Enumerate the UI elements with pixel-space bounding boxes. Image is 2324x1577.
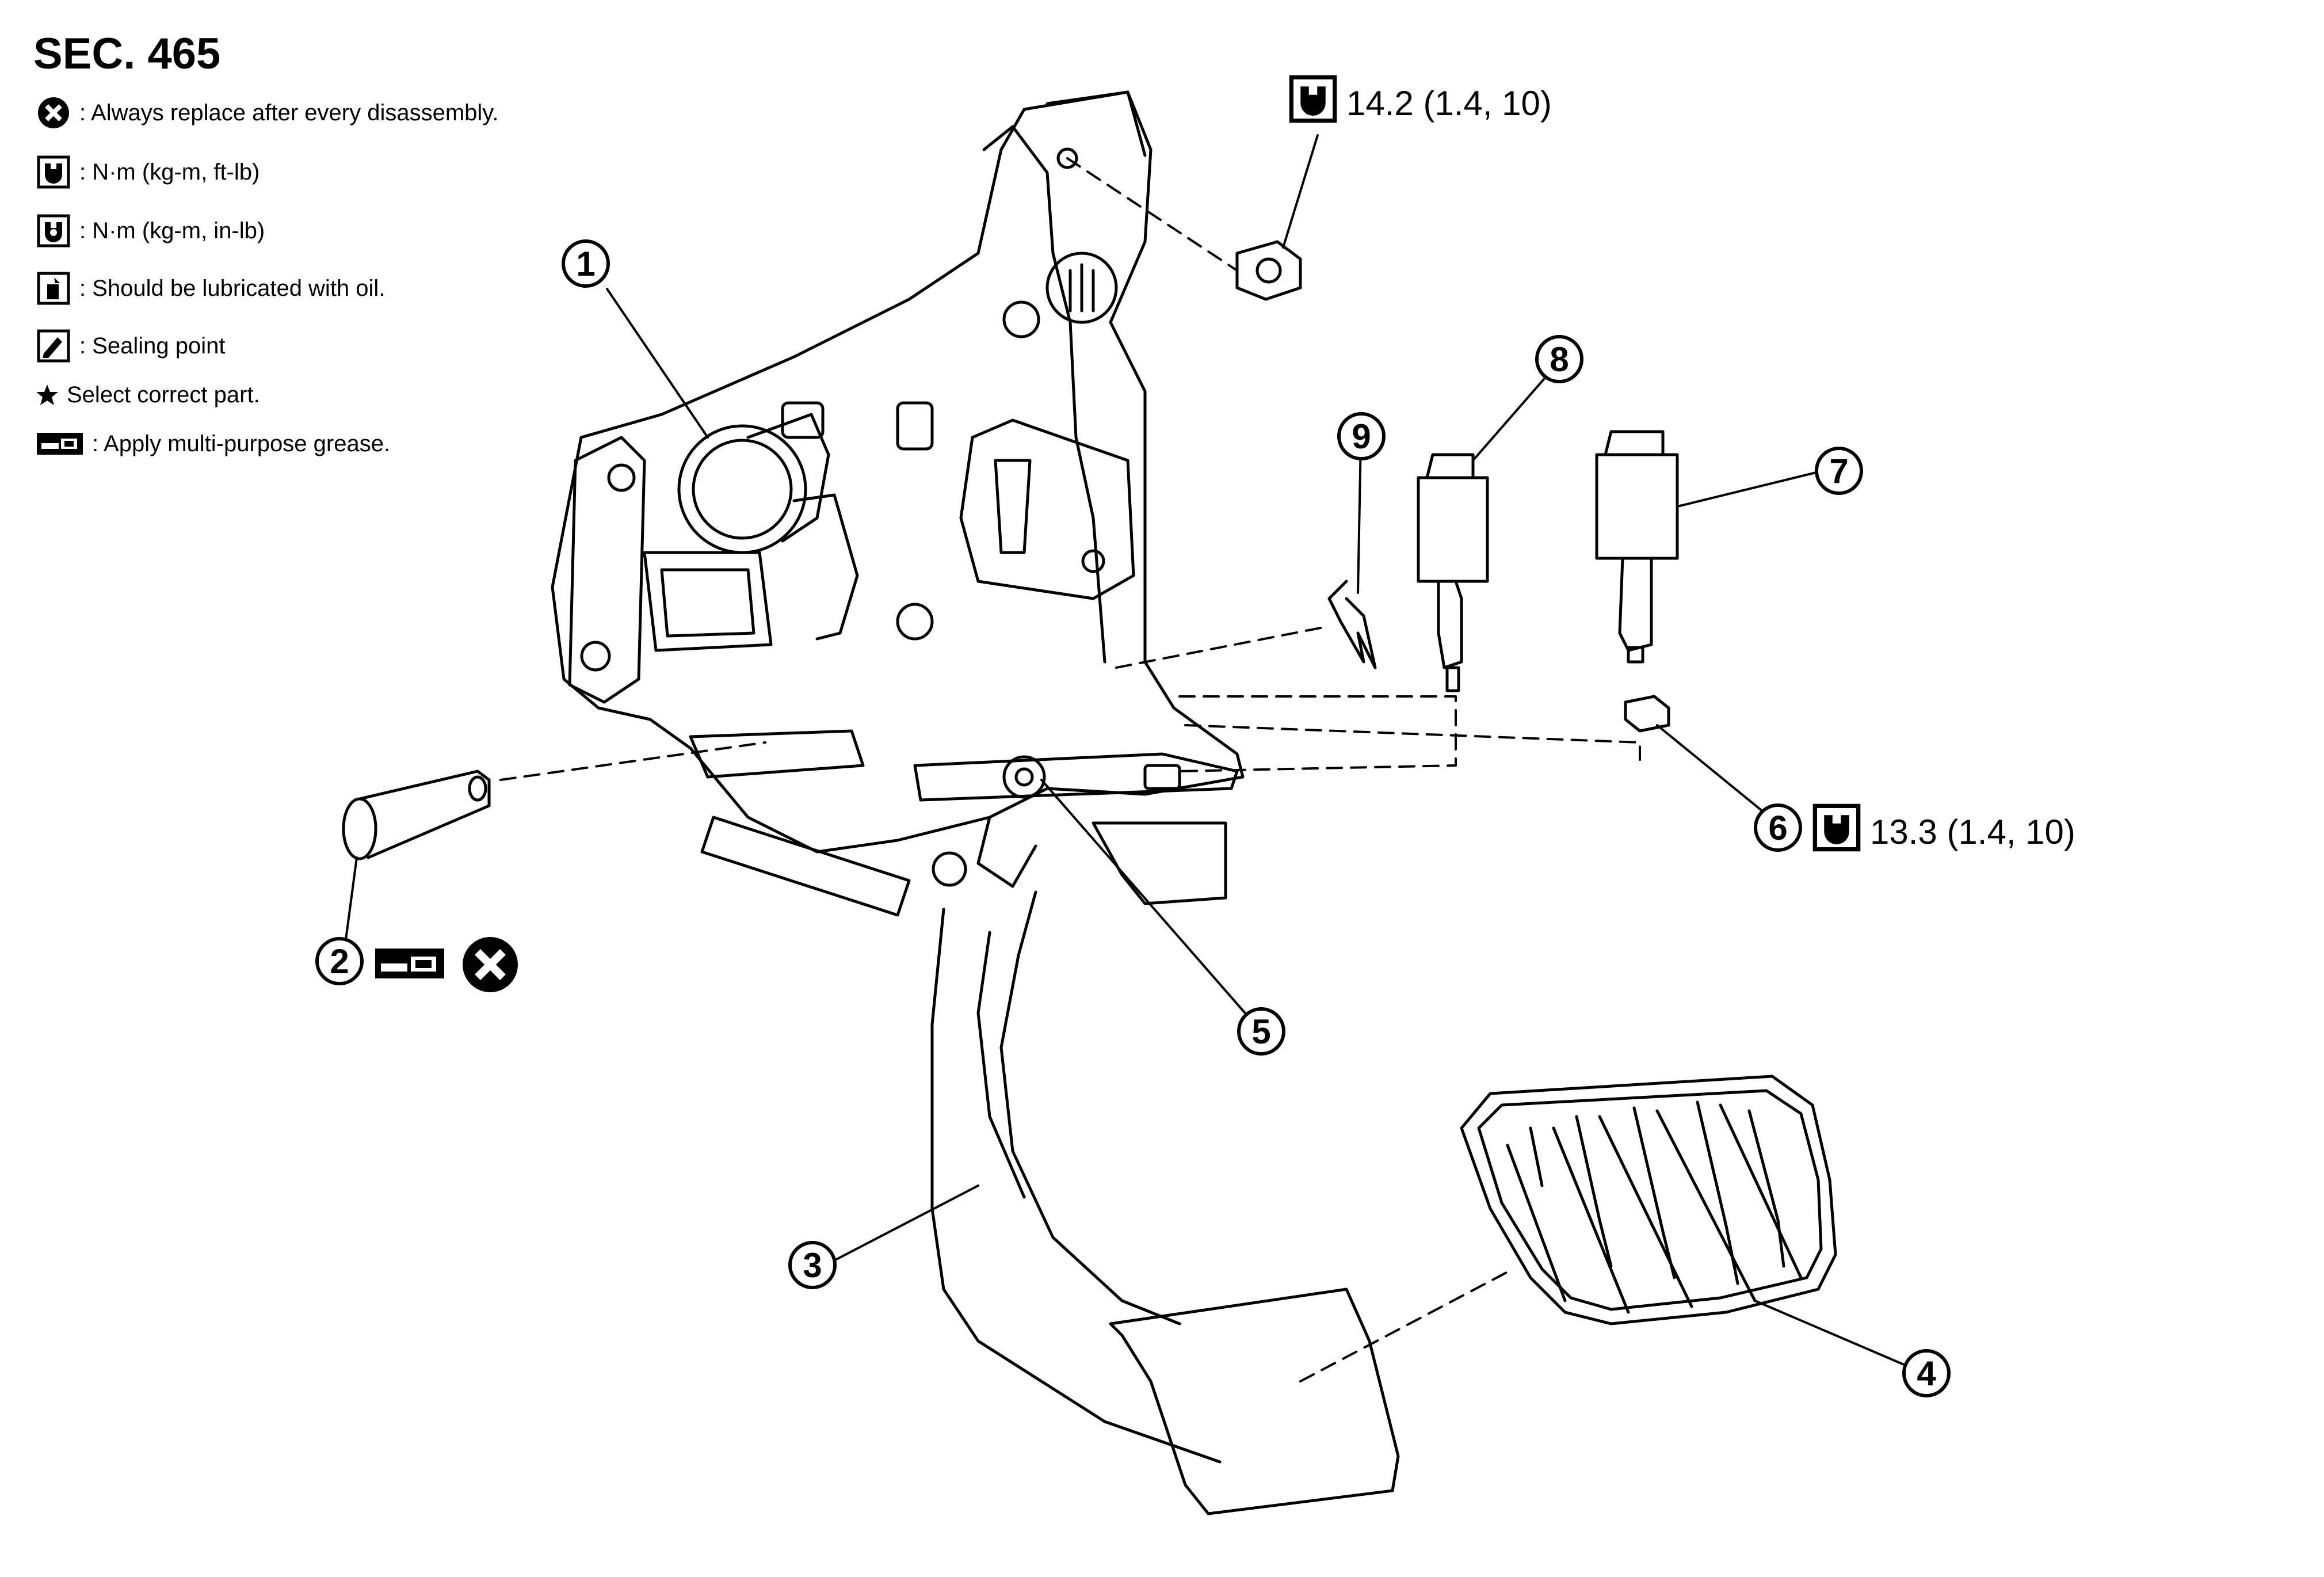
legend-text: : Should be lubricated with oil. — [79, 275, 386, 301]
torque-spec-nut-6: 13.3 (1.4, 10) — [1812, 803, 2075, 860]
switch-8 — [1417, 453, 1489, 692]
pedal-pad — [1460, 1075, 1837, 1325]
legend-text: : N·m (kg-m, ft-lb) — [79, 159, 260, 185]
replace-cross-icon — [36, 95, 71, 131]
legend-item-oil: : Should be lubricated with oil. — [36, 271, 385, 306]
grease-icon — [36, 426, 84, 462]
assembly-leader-lines — [499, 157, 1641, 1382]
sealing-point-icon — [36, 328, 71, 364]
section-title: SEC. 465 — [33, 29, 221, 78]
oil-can-icon — [36, 271, 71, 306]
callout-2: 2 — [315, 937, 364, 985]
legend-item-torque-ftlb: : N·m (kg-m, ft-lb) — [36, 154, 260, 190]
callout-1: 1 — [562, 239, 610, 288]
legend-item-sealing: : Sealing point — [36, 328, 226, 364]
top-nut — [1235, 240, 1302, 301]
torque-ftlb-icon — [1289, 75, 1337, 131]
torque-spec-top-nut: 14.2 (1.4, 10) — [1289, 75, 1552, 131]
torque-value: 13.3 (1.4, 10) — [1870, 812, 2075, 851]
switch-7 — [1595, 430, 1679, 664]
legend-text: Select correct part. — [67, 382, 260, 407]
torque-inlb-icon — [36, 213, 71, 249]
legend-item-replace: : Always replace after every disassembly… — [36, 95, 498, 131]
callout-4: 4 — [1902, 1349, 1951, 1397]
callout-9: 9 — [1337, 412, 1386, 460]
legend-text: : N·m (kg-m, in-lb) — [79, 218, 265, 243]
snap-pin — [1327, 580, 1377, 669]
legend-item-star: Select correct part. — [36, 377, 260, 413]
pedal-arm — [930, 890, 1400, 1515]
clevis-pin — [342, 770, 491, 860]
nut-6 — [1624, 695, 1670, 733]
legend-item-grease: : Apply multi-purpose grease. — [36, 426, 390, 462]
torque-value: 14.2 (1.4, 10) — [1346, 83, 1552, 123]
legend-text: : Sealing point — [79, 333, 226, 359]
legend-item-torque-inlb: : N·m (kg-m, in-lb) — [36, 213, 265, 249]
callout-5: 5 — [1237, 1007, 1285, 1056]
torque-ftlb-icon — [36, 154, 71, 190]
callout-leader-lines — [344, 134, 1917, 1371]
grease-icon — [374, 946, 445, 984]
callout-6: 6 — [1754, 803, 1802, 852]
replace-cross-icon — [460, 935, 520, 997]
torque-ftlb-icon — [1812, 803, 1861, 860]
callout-7: 7 — [1815, 447, 1863, 495]
pedal-bracket-assembly — [551, 90, 1245, 917]
legend-text: : Always replace after every disassembly… — [79, 100, 499, 125]
legend-text: : Apply multi-purpose grease. — [92, 431, 391, 456]
star-icon — [36, 377, 59, 413]
callout-3: 3 — [788, 1241, 837, 1289]
callout-8: 8 — [1535, 335, 1583, 383]
